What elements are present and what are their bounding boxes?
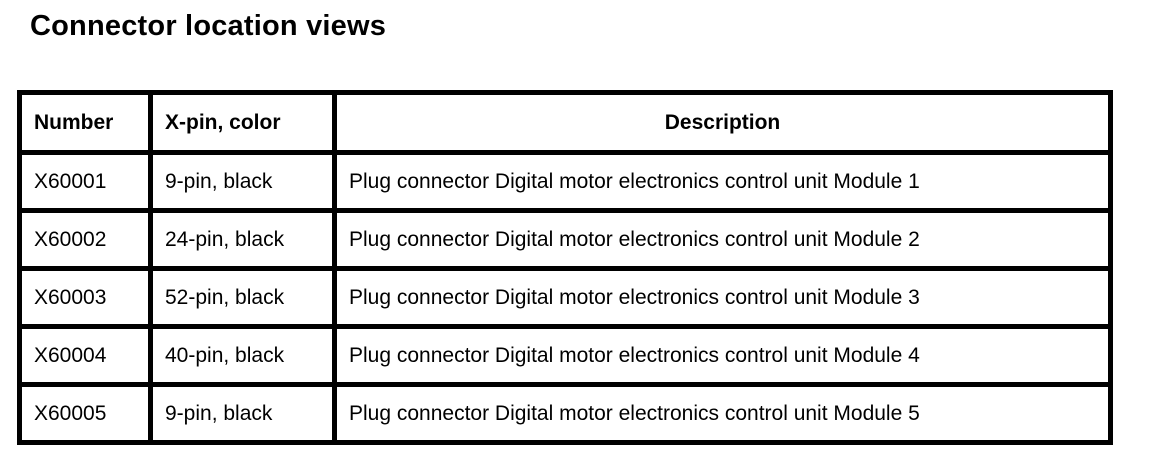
header-row: Number X-pin, color Description	[17, 90, 1113, 155]
cell-description: Plug connector Digital motor electronics…	[332, 324, 1113, 387]
table-row: X60004 40-pin, black Plug connector Digi…	[17, 324, 1113, 387]
column-header-description: Description	[332, 90, 1113, 155]
table-row: X60005 9-pin, black Plug connector Digit…	[17, 382, 1113, 445]
cell-pin-color: 9-pin, black	[148, 150, 337, 213]
cell-number: X60004	[17, 324, 153, 387]
column-header-pin-color: X-pin, color	[148, 90, 337, 155]
table-row: X60001 9-pin, black Plug connector Digit…	[17, 150, 1113, 213]
cell-description: Plug connector Digital motor electronics…	[332, 150, 1113, 213]
cell-description: Plug connector Digital motor electronics…	[332, 208, 1113, 271]
table-row: X60002 24-pin, black Plug connector Digi…	[17, 208, 1113, 271]
cell-number: X60003	[17, 266, 153, 329]
cell-pin-color: 24-pin, black	[148, 208, 337, 271]
cell-number: X60005	[17, 382, 153, 445]
cell-description: Plug connector Digital motor electronics…	[332, 382, 1113, 445]
connector-table: Number X-pin, color Description X60001 9…	[17, 90, 1113, 445]
cell-pin-color: 52-pin, black	[148, 266, 337, 329]
cell-number: X60002	[17, 208, 153, 271]
table-row: X60003 52-pin, black Plug connector Digi…	[17, 266, 1113, 329]
column-header-number: Number	[17, 90, 153, 155]
cell-pin-color: 9-pin, black	[148, 382, 337, 445]
cell-pin-color: 40-pin, black	[148, 324, 337, 387]
cell-description: Plug connector Digital motor electronics…	[332, 266, 1113, 329]
page-title: Connector location views	[30, 10, 387, 42]
cell-number: X60001	[17, 150, 153, 213]
